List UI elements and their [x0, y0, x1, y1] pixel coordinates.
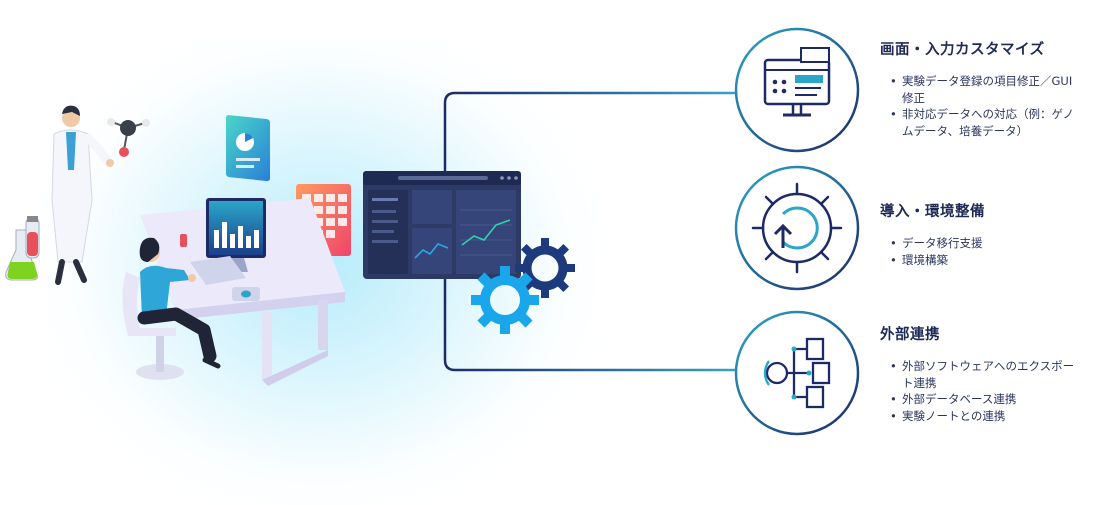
section-external-integration: 外部連携 外部ソフトウェアへのエクスポート連携 外部データベース連携 実験ノート… [880, 323, 1080, 424]
list-item: 実験データ登録の項目修正／GUI修正 [880, 73, 1080, 106]
scientist-figure [51, 105, 114, 285]
list-item: 実験ノートとの連携 [880, 408, 1080, 425]
section-title: 外部連携 [880, 327, 940, 343]
list-item: 非対応データへの対応（例：ゲノムデータ、培養データ） [880, 106, 1080, 139]
section-screen-input-customize: 画面・入力カスタマイズ 実験データ登録の項目修正／GUI修正 非対応データへの対… [880, 38, 1080, 139]
list-item: 外部データベース連携 [880, 391, 1080, 408]
list-item: 外部ソフトウェアへのエクスポート連携 [880, 358, 1080, 391]
gear-refresh-icon [734, 165, 860, 291]
keyboard-icon [190, 256, 246, 285]
document-network-icon [734, 310, 860, 436]
connector-lines [443, 91, 738, 372]
dashboard-monitor-icon [734, 27, 860, 153]
dashboard-window [363, 171, 521, 279]
chair [122, 272, 184, 380]
woman-figure [137, 237, 221, 369]
bullet-list: データ移行支援 環境構築 [880, 235, 1080, 268]
mouse-icon [241, 290, 251, 298]
section-title: 導入・環境整備 [880, 204, 985, 220]
chart-document-icon [226, 115, 270, 182]
list-item: 環境構築 [880, 252, 1080, 269]
section-title: 画面・入力カスタマイズ [880, 42, 1045, 58]
bullet-list: 外部ソフトウェアへのエクスポート連携 外部データベース連携 実験ノートとの連携 [880, 358, 1080, 424]
bullet-list: 実験データ登録の項目修正／GUI修正 非対応データへの対応（例：ゲノムデータ、培… [880, 73, 1080, 139]
section-installation-environment: 導入・環境整備 データ移行支援 環境構築 [880, 200, 1080, 268]
flask-icon [5, 216, 40, 281]
cup-icon [180, 234, 187, 247]
list-item: データ移行支援 [880, 235, 1080, 252]
molecule-icon [107, 118, 150, 157]
gear-icon [471, 266, 539, 334]
